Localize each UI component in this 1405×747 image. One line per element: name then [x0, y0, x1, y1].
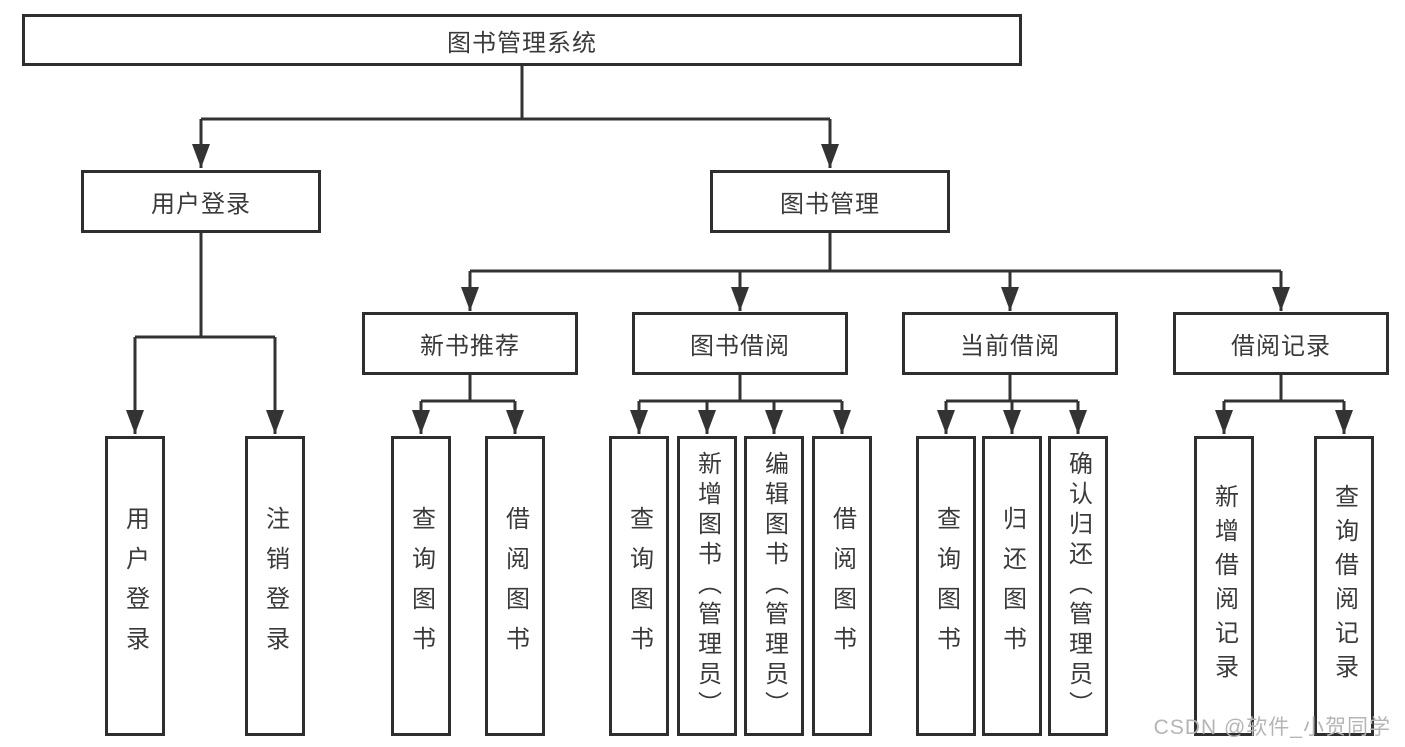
leaf-return-books: 归还图书 — [982, 436, 1042, 736]
leaf-borrowing-borrow-books-label: 借阅图书 — [828, 506, 856, 666]
leaf-add-borrow-record: 新增借阅记录 — [1194, 436, 1254, 736]
leaf-current-query-books-label: 查询图书 — [932, 506, 960, 666]
leaf-add-books-admin: 新增图书（管理员） — [677, 436, 737, 736]
leaf-add-borrow-record-label: 新增借阅记录 — [1210, 484, 1238, 688]
leaf-borrowing-query-books-label: 查询图书 — [625, 506, 653, 666]
leaf-add-books-admin-label: 新增图书（管理员） — [693, 451, 721, 721]
leaf-borrowing-query-books: 查询图书 — [609, 436, 669, 736]
leaf-logout-label: 注销登录 — [261, 506, 289, 666]
leaf-query-borrow-record-label: 查询借阅记录 — [1330, 484, 1358, 688]
connector-book-borrow-children — [630, 375, 851, 434]
leaf-user-login: 用户登录 — [105, 436, 165, 736]
node-user-login-label: 用户登录 — [151, 191, 251, 218]
node-new-book-recommendation: 新书推荐 — [362, 312, 578, 375]
leaf-user-login-label: 用户登录 — [121, 506, 149, 666]
node-book-borrowing-label: 图书借阅 — [690, 333, 790, 360]
connector-root-to-level2 — [192, 66, 839, 168]
leaf-confirm-return-admin: 确认归还（管理员） — [1048, 436, 1108, 736]
leaf-recommend-query-books-label: 查询图书 — [407, 506, 435, 666]
node-book-management-label: 图书管理 — [780, 191, 880, 218]
leaf-query-borrow-record: 查询借阅记录 — [1314, 436, 1374, 736]
leaf-logout: 注销登录 — [245, 436, 305, 736]
leaf-current-query-books: 查询图书 — [916, 436, 976, 736]
node-library-management-system-label: 图书管理系统 — [447, 29, 597, 57]
leaf-recommend-query-books: 查询图书 — [391, 436, 451, 736]
connector-user-login-children — [126, 233, 284, 434]
node-user-login: 用户登录 — [81, 170, 321, 233]
connector-new-book-children — [412, 375, 524, 434]
node-library-management-system: 图书管理系统 — [22, 14, 1022, 66]
leaf-recommend-borrow-books-label: 借阅图书 — [501, 506, 529, 666]
connector-borrow-record-children — [1215, 375, 1353, 434]
leaf-edit-books-admin: 编辑图书（管理员） — [744, 436, 804, 736]
node-borrowing-records-label: 借阅记录 — [1231, 333, 1331, 360]
node-borrowing-records: 借阅记录 — [1173, 312, 1389, 375]
node-book-management: 图书管理 — [710, 170, 950, 233]
leaf-recommend-borrow-books: 借阅图书 — [485, 436, 545, 736]
connector-current-borrow-children — [937, 375, 1087, 434]
csdn-watermark: CSDN @软件_小贺同学 — [1153, 716, 1391, 739]
leaf-return-books-label: 归还图书 — [998, 506, 1026, 666]
leaf-edit-books-admin-label: 编辑图书（管理员） — [760, 451, 788, 721]
leaf-borrowing-borrow-books: 借阅图书 — [812, 436, 872, 736]
node-current-borrowing: 当前借阅 — [902, 312, 1118, 375]
leaf-confirm-return-admin-label: 确认归还（管理员） — [1064, 451, 1092, 721]
node-current-borrowing-label: 当前借阅 — [960, 333, 1060, 360]
connector-book-management-modules — [461, 233, 1290, 311]
node-book-borrowing: 图书借阅 — [632, 312, 848, 375]
node-new-book-recommendation-label: 新书推荐 — [420, 333, 520, 360]
